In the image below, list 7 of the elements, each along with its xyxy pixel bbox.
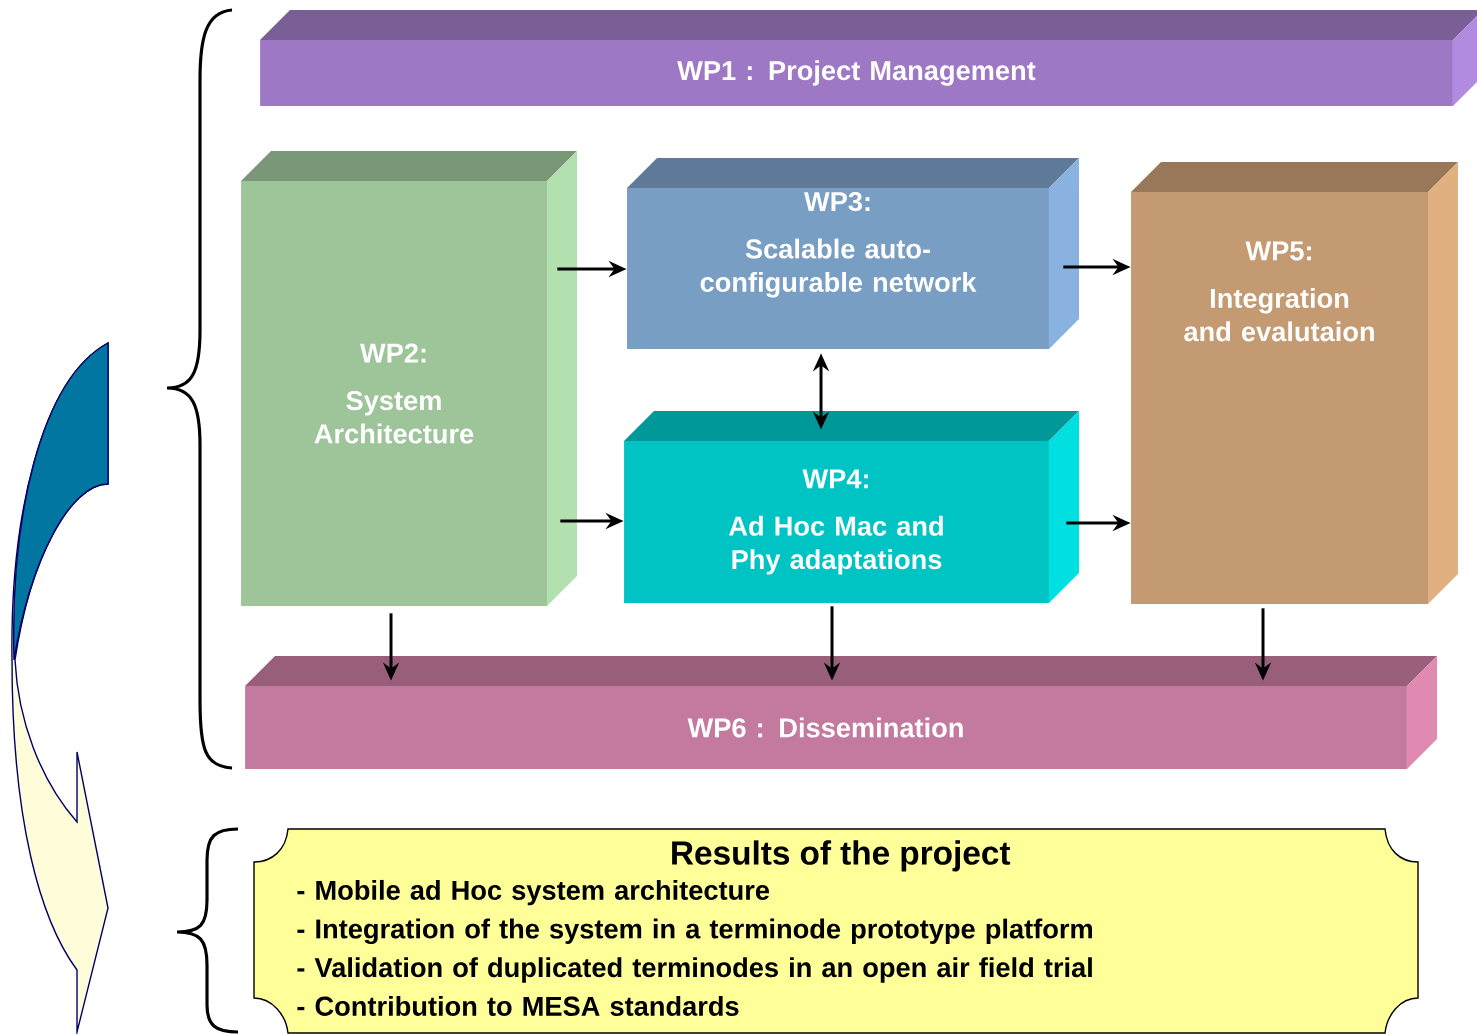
results-plaque: Results of the project - Mobile ad Hoc system architecture - Integration of the system in a terminode prototype platform - Validation of duplicated terminodes in an open air field trial - Contribution to MESA standards (253, 828, 1419, 1034)
work-package-block: WP1 : Project Management (260, 10, 1477, 106)
work-package-block: WP6 : Dissemination (245, 656, 1437, 769)
work-package-block: WP3: Scalable auto-configurable network (627, 158, 1079, 349)
work-package-block: WP5: Integration and evalutaion (1131, 162, 1458, 604)
work-package-block: WP4: Ad Hoc Mac and Phy adaptations (624, 411, 1079, 603)
work-package-block: WP2: System Architecture (241, 151, 577, 606)
